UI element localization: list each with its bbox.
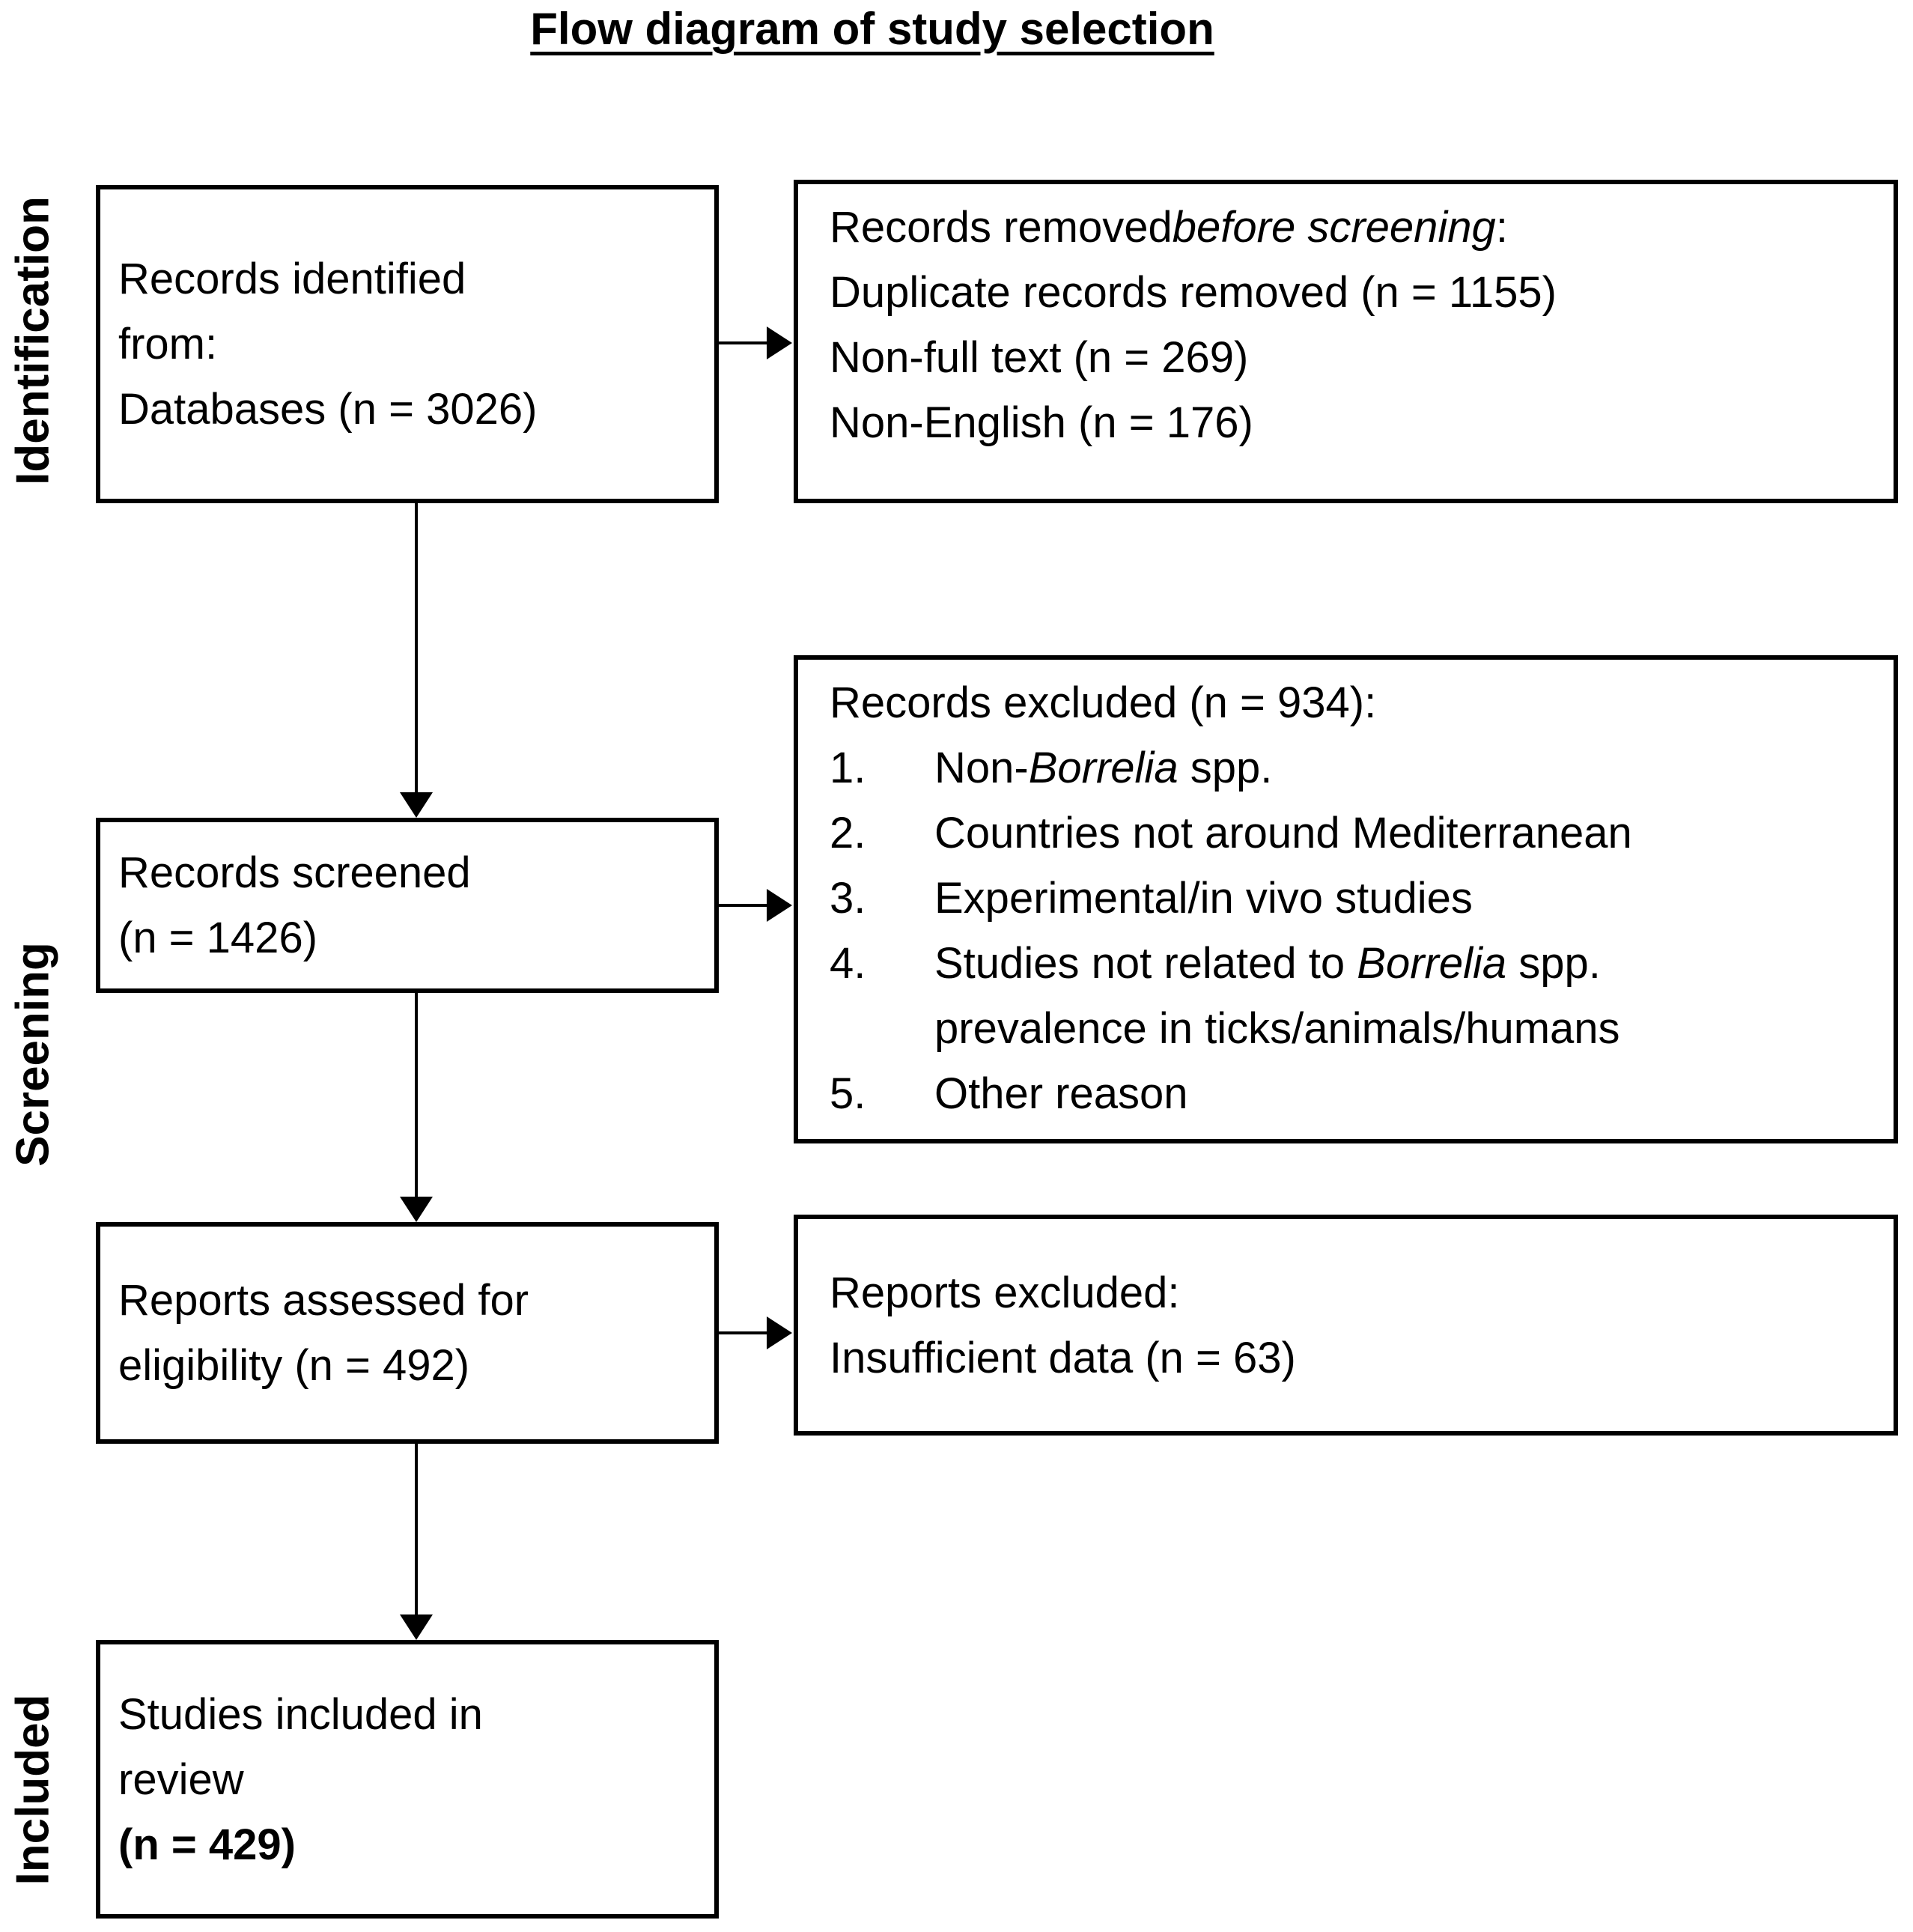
box-text-line: (n = 429) — [118, 1812, 707, 1877]
arrow-line — [719, 904, 768, 907]
box-reports-assessed: Reports assessed for eligibility (n = 492… — [96, 1222, 719, 1444]
box-text-line: 4. Studies not related to Borrelia spp. — [830, 931, 1886, 996]
text-segment: spp. — [1178, 744, 1273, 792]
stage-label-screening: Screening — [7, 942, 59, 1167]
text-segment: (n = 1426) — [118, 914, 318, 962]
box-text-line: Studies included in — [118, 1682, 707, 1747]
text-segment: Studies included in — [118, 1689, 483, 1739]
arrow-line — [415, 503, 418, 795]
box-text-line: prevalence in ticks/animals/humans — [830, 996, 1886, 1061]
arrow-line — [415, 993, 418, 1198]
arrowhead-right-icon — [767, 326, 792, 359]
box-text-line: eligibility (n = 492) — [118, 1333, 707, 1398]
text-segment: from: — [118, 320, 218, 368]
text-segment: Experimental/in vivo studies — [934, 874, 1473, 923]
text-segment: Studies not related to — [934, 939, 1357, 988]
box-reports-excluded: Reports excluded: Insufficient data (n = … — [794, 1215, 1898, 1436]
text-segment: Records excluded (n = 934): — [830, 678, 1377, 727]
text-segment: Countries not around Mediterranean — [934, 809, 1632, 857]
text-segment: Other reason — [934, 1069, 1188, 1118]
text-segment: before screening — [1172, 203, 1496, 252]
box-records-removed-before-screening: Records removed before screening: Duplica… — [794, 180, 1898, 503]
box-text-line: Records removed before screening: — [830, 195, 1886, 260]
box-records-identified: Records identified from: Databases (n = 30… — [96, 185, 719, 503]
arrowhead-right-icon — [767, 1316, 792, 1349]
list-marker: 4. — [830, 939, 866, 988]
text-segment: Reports assessed for — [118, 1276, 529, 1325]
list-item-text: Studies not related to Borrelia spp. — [934, 931, 1886, 996]
arrowhead-right-icon — [767, 889, 792, 922]
arrow-line — [719, 1331, 768, 1334]
box-text-line: Non-full text (n = 269) — [830, 325, 1886, 390]
text-segment: Insufficient data (n = 63) — [830, 1333, 1296, 1382]
text-segment: Non- — [934, 744, 1029, 792]
text-segment: prevalence in ticks/animals/humans — [934, 1004, 1620, 1053]
list-item-text: Countries not around Mediterranean — [934, 801, 1886, 866]
box-text-line: Insufficient data (n = 63) — [830, 1325, 1886, 1391]
text-segment: Records screened — [118, 848, 471, 897]
arrow-line — [719, 341, 768, 344]
list-item-text: prevalence in ticks/animals/humans — [934, 996, 1886, 1061]
text-segment: eligibility (n = 492) — [118, 1341, 470, 1390]
box-text-line: 5. Other reason — [830, 1061, 1886, 1126]
box-text-line: review — [118, 1747, 707, 1812]
text-segment: Non-English (n = 176) — [830, 398, 1253, 447]
list-item-text: Other reason — [934, 1061, 1886, 1126]
box-studies-included: Studies included in review (n = 429) — [96, 1640, 719, 1919]
arrowhead-down-icon — [400, 1614, 433, 1640]
box-text-line: Non-English (n = 176) — [830, 390, 1886, 455]
text-segment: Reports excluded: — [830, 1268, 1180, 1317]
box-text-line: Records identified — [118, 246, 707, 312]
text-segment: Records identified — [118, 255, 466, 303]
text-segment: spp. — [1506, 939, 1601, 988]
list-item-text: Experimental/in vivo studies — [934, 866, 1886, 931]
text-segment: : — [1495, 203, 1508, 252]
list-marker: 5. — [830, 1069, 866, 1118]
text-segment: (n = 429) — [118, 1820, 296, 1869]
arrowhead-down-icon — [400, 1197, 433, 1222]
box-text-line: Reports excluded: — [830, 1260, 1886, 1325]
text-segment: Duplicate records removed (n = 1155) — [830, 268, 1557, 317]
list-item-text: Non-Borrelia spp. — [934, 735, 1886, 801]
list-marker: 2. — [830, 809, 866, 857]
text-segment: Databases (n = 3026) — [118, 385, 538, 434]
arrowhead-down-icon — [400, 792, 433, 818]
list-marker: 1. — [830, 744, 866, 792]
box-records-excluded: Records excluded (n = 934):1.Non-Borreli… — [794, 655, 1898, 1143]
box-text-line: Records excluded (n = 934): — [830, 670, 1886, 735]
box-text-line: Databases (n = 3026) — [118, 377, 707, 442]
page-title: Flow diagram of study selection — [530, 4, 1214, 54]
text-segment: Borrelia — [1028, 744, 1178, 792]
box-text-line: 1. Non-Borrelia spp. — [830, 735, 1886, 801]
box-text-line: Duplicate records removed (n = 1155) — [830, 260, 1886, 325]
arrow-line — [415, 1444, 418, 1616]
list-marker: 3. — [830, 874, 866, 923]
box-text-line: 2. Countries not around Mediterranean — [830, 801, 1886, 866]
box-text-line: Records screened — [118, 840, 707, 905]
text-segment: Borrelia — [1357, 939, 1507, 988]
box-text-line: 3. Experimental/in vivo studies — [830, 866, 1886, 931]
box-text-line: (n = 1426) — [118, 905, 707, 970]
stage-label-identification: Identification — [7, 196, 59, 485]
stage-label-included: Included — [7, 1694, 59, 1886]
text-segment: review — [118, 1755, 244, 1804]
box-text-line: Reports assessed for — [118, 1268, 707, 1333]
text-segment: Non-full text (n = 269) — [830, 333, 1249, 382]
box-records-screened: Records screened (n = 1426) — [96, 818, 719, 993]
text-segment: Records removed — [830, 203, 1173, 252]
box-text-line: from: — [118, 312, 707, 377]
